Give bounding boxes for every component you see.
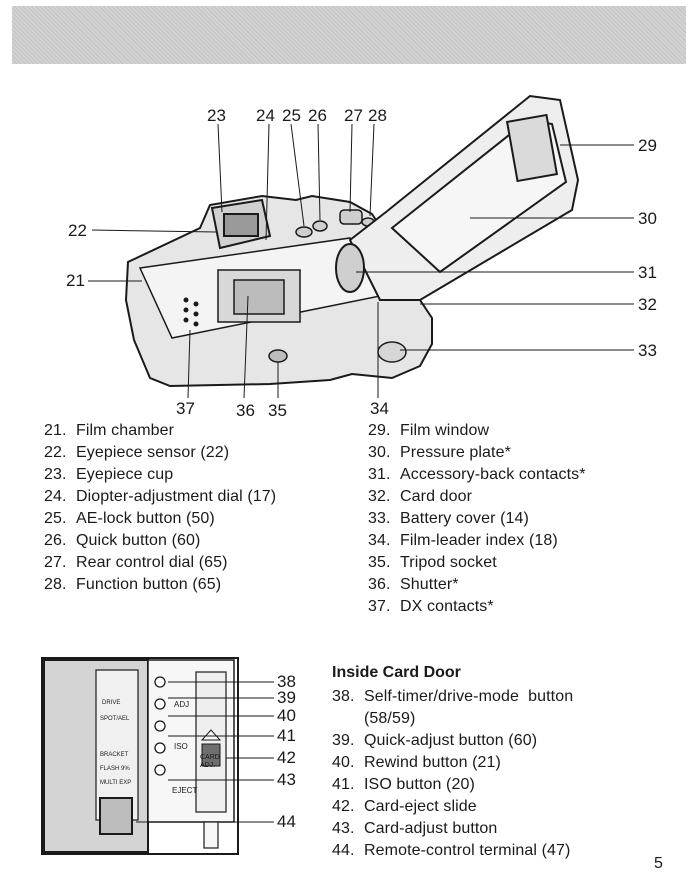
list-item: 37.DX contacts* xyxy=(368,598,494,615)
list-item: 29.Film window xyxy=(368,422,490,439)
callout-29: 29 xyxy=(638,136,657,155)
callout-21-b: 21 xyxy=(66,271,85,290)
callout-30: 30 xyxy=(638,209,657,228)
multi-label: MULTI EXP xyxy=(100,780,132,786)
list-item: 23.Eyepiece cup xyxy=(44,466,174,483)
list-item: 35.Tripod socket xyxy=(368,554,497,571)
list-item: 24.Diopter-adjustment dial (17) xyxy=(44,488,277,505)
callout-34: 34 xyxy=(370,399,389,418)
list-item: 44.Remote-control terminal (47) xyxy=(332,842,571,859)
callout-28: 28 xyxy=(368,106,387,125)
bracket-label: BRACKET xyxy=(100,752,129,758)
callout-37: 37 xyxy=(176,399,195,418)
callout-26: 26 xyxy=(308,106,327,125)
battery-cover xyxy=(377,341,407,363)
callout-42: 42 xyxy=(277,748,296,767)
list-item: 30.Pressure plate* xyxy=(368,444,511,461)
leader-lines xyxy=(88,123,634,399)
list-item: 43.Card-adjust button xyxy=(332,820,498,837)
callout-41: 41 xyxy=(277,726,296,745)
callout-43: 43 xyxy=(277,770,296,789)
list-item: 22.Eyepiece sensor (22) xyxy=(44,444,230,461)
list-item: 39.Quick-adjust button (60) xyxy=(332,732,538,749)
page-number: 5 xyxy=(654,855,663,872)
callout-44: 44 xyxy=(277,812,296,831)
callout-32: 32 xyxy=(638,295,657,314)
callout-40: 40 xyxy=(277,706,296,725)
parts-list-left: 21.Film chamber 22.Eyepiece sensor (22) … xyxy=(44,420,276,596)
callout-39: 39 xyxy=(277,688,296,707)
card-door-heading: Inside Card Door xyxy=(332,664,461,681)
list-item: 27.Rear control dial (65) xyxy=(44,554,228,571)
card-door-inset xyxy=(41,657,239,855)
drive-label: DRIVE xyxy=(102,700,121,706)
list-item: 34.Film-leader index (18) xyxy=(368,532,558,549)
callout-25: 25 xyxy=(282,106,301,125)
parts-list-right: 29.Film window 30.Pressure plate* 31.Acc… xyxy=(368,420,586,618)
callout-33: 33 xyxy=(638,341,657,360)
list-item: 38.Self-timer/drive-mode button xyxy=(332,688,574,705)
card-door-buttons xyxy=(154,676,166,776)
list-item: 33.Battery cover (14) xyxy=(368,510,529,527)
spot-label: SPOT/AEL xyxy=(100,716,130,722)
film-chamber xyxy=(138,237,382,339)
callout-38: 38 xyxy=(277,672,296,691)
list-item: 26.Quick button (60) xyxy=(44,532,201,549)
callout-24: 24 xyxy=(256,106,275,125)
open-back-door xyxy=(335,94,580,301)
list-item: 41.ISO button (20) xyxy=(332,776,475,793)
iso-label: ISO xyxy=(174,742,188,751)
list-item-continuation: (58/59) xyxy=(364,710,416,727)
tripod-socket xyxy=(268,349,288,363)
adj-label: ADJ xyxy=(174,700,190,709)
list-item: 36.Shutter* xyxy=(368,576,459,593)
callout-27: 27 xyxy=(344,106,363,125)
list-item: 25.AE-lock button (50) xyxy=(44,510,215,527)
flash-label: FLASH 9% xyxy=(100,766,130,772)
header-band xyxy=(12,6,686,64)
callout-21: 22 xyxy=(68,221,87,240)
list-item: 40.Rewind button (21) xyxy=(332,754,501,771)
card-door-leaders xyxy=(136,681,274,823)
callout-31: 31 xyxy=(638,263,657,282)
callout-36: 36 xyxy=(236,401,255,420)
eject-label: EJECT xyxy=(172,786,198,795)
adj2-label: ADJ. xyxy=(200,762,216,769)
callout-35: 35 xyxy=(268,401,287,420)
card-label: CARD xyxy=(200,754,220,761)
card-door-list: 38.Self-timer/drive-mode button (58/59) … xyxy=(332,686,573,862)
eyepiece-cup xyxy=(210,198,272,250)
list-item: 31.Accessory-back contacts* xyxy=(368,466,586,483)
list-item: 28.Function button (65) xyxy=(44,576,222,593)
list-item: 32.Card door xyxy=(368,488,473,505)
list-item: 42.Card-eject slide xyxy=(332,798,477,815)
dx-contacts xyxy=(183,297,199,327)
list-item: 21.Film chamber xyxy=(44,422,175,439)
callout-23: 23 xyxy=(207,106,226,125)
